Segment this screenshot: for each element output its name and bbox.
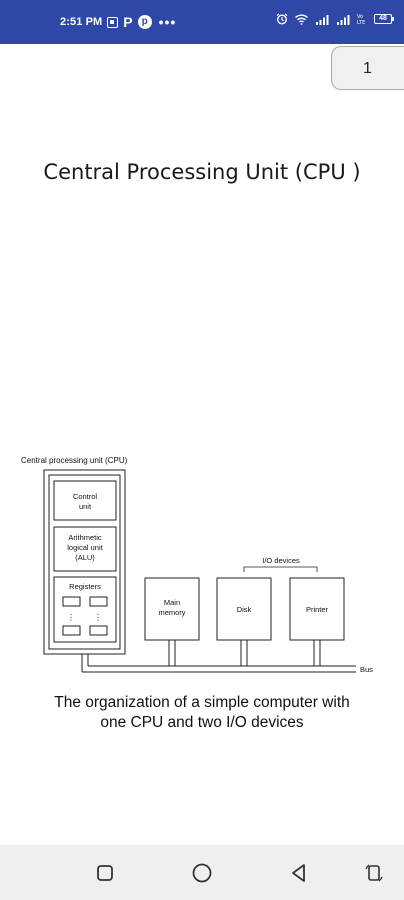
status-right: Vo LTE 48: [276, 13, 394, 25]
bus-connector-memory: [168, 640, 176, 666]
pinterest-icon: p: [137, 15, 152, 29]
battery-icon: 48: [374, 14, 394, 24]
rotate-button[interactable]: [363, 862, 385, 884]
register-cell: [62, 625, 81, 636]
signal-icon-2: [337, 14, 350, 25]
cpu-label: Central processing unit (CPU): [21, 456, 128, 465]
disk-box: [216, 577, 272, 641]
register-cell: [62, 596, 81, 607]
printer-box: [289, 577, 345, 641]
volte-icon: Vo LTE: [357, 14, 365, 25]
diagram-caption: The organization of a simple computer wi…: [30, 693, 374, 733]
register-cell: [89, 625, 108, 636]
status-bar: 2:51 PM P p ••• Vo: [0, 0, 404, 44]
caption-line-1: The organization of a simple computer wi…: [54, 694, 350, 711]
register-ellipsis: ⋮: [67, 613, 75, 622]
slide-title: Central Processing Unit (CPU ): [43, 160, 361, 184]
rotate-screen-icon: [365, 864, 383, 882]
alarm-icon: [276, 13, 288, 25]
register-ellipsis: ⋮: [94, 613, 102, 622]
screenshot-icon: [107, 16, 119, 28]
back-triangle-icon: [292, 864, 305, 882]
caption-line-2: one CPU and two I/O devices: [100, 714, 304, 731]
bus-connector-disk: [240, 640, 248, 666]
disk-label: Disk: [237, 605, 252, 614]
navigation-bar: [0, 845, 404, 900]
main-memory-label-1: Main: [164, 598, 180, 607]
alu-label-1: Arithmetic: [68, 533, 102, 542]
circle-icon: [192, 863, 212, 883]
alu-label-3: (ALU): [75, 553, 95, 562]
registers-label: Registers: [69, 582, 101, 591]
control-unit-label-1: Control: [73, 492, 98, 501]
io-devices-label: I/O devices: [262, 556, 300, 565]
recents-button[interactable]: [94, 862, 116, 884]
printer-label: Printer: [306, 605, 329, 614]
home-button[interactable]: [191, 862, 213, 884]
io-devices-bracket: [243, 566, 318, 572]
svg-text:LTE: LTE: [357, 20, 365, 25]
control-unit-label-2: unit: [79, 502, 92, 511]
register-cell: [89, 596, 108, 607]
signal-icon: [316, 14, 329, 25]
alu-box: [53, 526, 117, 572]
wifi-icon: [295, 14, 308, 25]
p-app-icon: P: [123, 14, 133, 30]
bus-connector-printer: [313, 640, 321, 666]
status-time: 2:51 PM: [60, 16, 103, 28]
bus-connector-cpu: [81, 654, 89, 672]
bus-line: [82, 665, 356, 673]
page-number: 1: [363, 60, 372, 77]
status-left: 2:51 PM P p •••: [60, 14, 176, 30]
page-indicator[interactable]: 1: [331, 46, 404, 90]
alu-label-2: logical unit: [67, 543, 103, 552]
control-unit-box: [53, 480, 117, 521]
back-button[interactable]: [288, 862, 310, 884]
square-icon: [97, 865, 113, 881]
main-memory-box: [144, 577, 200, 641]
svg-text:Vo: Vo: [357, 14, 363, 20]
main-memory-label-2: memory: [158, 608, 185, 617]
bus-label: Bus: [360, 665, 373, 674]
cpu-organization-diagram: Central processing unit (CPU) Control un…: [21, 456, 373, 674]
more-notifications-icon: •••: [158, 14, 177, 30]
